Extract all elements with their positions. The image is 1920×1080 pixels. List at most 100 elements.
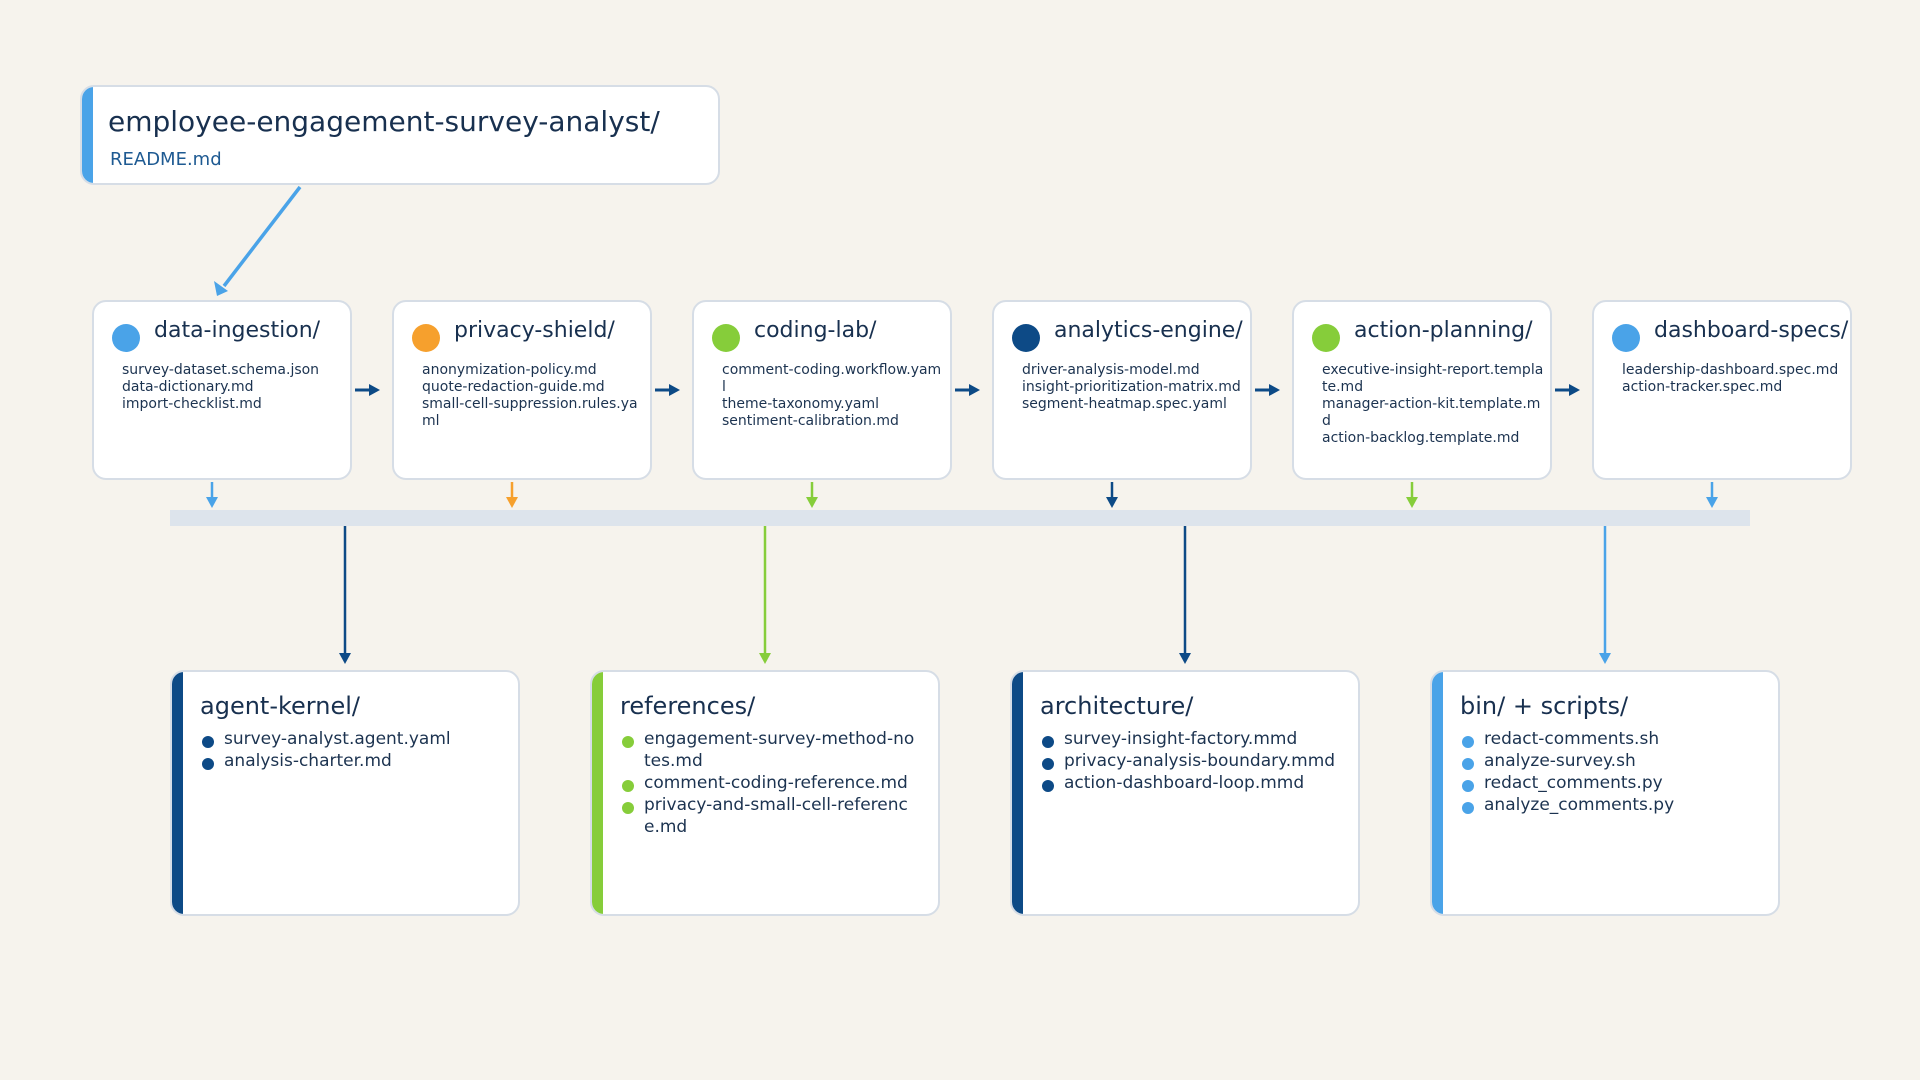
panel-title: architecture/	[1040, 692, 1194, 720]
panel-file-item[interactable]: privacy-analysis-boundary.mmd	[1040, 750, 1340, 772]
panel-file-name: privacy-analysis-boundary.mmd	[1064, 751, 1336, 771]
bullet-icon	[1462, 780, 1474, 792]
stage-bus-arrow	[1406, 497, 1418, 508]
stage-card-action-planning[interactable]: action-planning/executive-insight-report…	[1292, 300, 1552, 480]
stage-flow-arrow	[669, 384, 680, 396]
bullet-icon	[202, 758, 214, 770]
panel-title: references/	[620, 692, 756, 720]
stage-title: data-ingestion/	[154, 318, 321, 343]
panel-file-item[interactable]: action-dashboard-loop.mmd	[1040, 772, 1340, 794]
stage-title: coding-lab/	[754, 318, 877, 343]
stage-file[interactable]: import-checklist.md	[122, 396, 262, 412]
bullet-icon	[202, 736, 214, 748]
panel-file-item[interactable]: analyze_comments.py	[1460, 794, 1760, 816]
stage-file[interactable]: leadership-dashboard.spec.md	[1622, 362, 1839, 378]
panel-file-name: analysis-charter.md	[224, 751, 392, 771]
stage-title: dashboard-specs/	[1654, 318, 1849, 343]
stage-status-dot	[1312, 324, 1340, 352]
panel-file-item[interactable]: engagement-survey-method-notes.md	[620, 728, 920, 772]
stage-file[interactable]: action-tracker.spec.md	[1622, 379, 1783, 395]
stage-status-dot	[712, 324, 740, 352]
stage-file[interactable]: comment-coding.workflow.yaml	[722, 362, 942, 395]
bus-panel-arrow	[759, 653, 771, 664]
root-accent-bar	[82, 87, 93, 183]
bullet-icon	[622, 802, 634, 814]
panel-file-item[interactable]: survey-analyst.agent.yaml	[200, 728, 500, 750]
root-connector-arrow	[214, 281, 228, 296]
panel-file-item[interactable]: redact_comments.py	[1460, 772, 1760, 794]
stage-file[interactable]: manager-action-kit.template.md	[1322, 396, 1541, 429]
stage-card-dashboard-specs[interactable]: dashboard-specs/leadership-dashboard.spe…	[1592, 300, 1852, 480]
stage-file[interactable]: insight-prioritization-matrix.md	[1022, 379, 1241, 395]
stage-file[interactable]: quote-redaction-guide.md	[422, 379, 605, 395]
panel-file-item[interactable]: analysis-charter.md	[200, 750, 500, 772]
stage-bus-arrow	[1706, 497, 1718, 508]
stage-flow-arrow	[1569, 384, 1580, 396]
stage-title: action-planning/	[1354, 318, 1533, 343]
bus-panel-arrow	[339, 653, 351, 664]
stage-file[interactable]: small-cell-suppression.rules.yaml	[422, 396, 638, 429]
stage-file[interactable]: executive-insight-report.template.md	[1322, 362, 1544, 395]
readme-link[interactable]: README.md	[110, 149, 222, 170]
stage-file[interactable]: segment-heatmap.spec.yaml	[1022, 396, 1227, 412]
integration-bus	[170, 510, 1750, 526]
bullet-icon	[1042, 758, 1054, 770]
bullet-icon	[1042, 736, 1054, 748]
stage-status-dot	[1612, 324, 1640, 352]
panel-file-item[interactable]: analyze-survey.sh	[1460, 750, 1760, 772]
panel-file-name: analyze_comments.py	[1484, 795, 1675, 815]
panel-accent-bar	[1012, 672, 1023, 914]
bullet-icon	[1462, 758, 1474, 770]
stage-title: privacy-shield/	[454, 318, 615, 343]
stage-card-analytics-engine[interactable]: analytics-engine/driver-analysis-model.m…	[992, 300, 1252, 480]
root-connector	[222, 185, 302, 288]
root-folder-title: employee-engagement-survey-analyst/	[108, 105, 660, 138]
stage-file[interactable]: action-backlog.template.md	[1322, 430, 1520, 446]
panel-file-item[interactable]: comment-coding-reference.md	[620, 772, 920, 794]
stage-flow-arrow	[369, 384, 380, 396]
root-folder-card[interactable]: employee-engagement-survey-analyst/ READ…	[80, 85, 720, 185]
bullet-icon	[1462, 736, 1474, 748]
stage-file[interactable]: sentiment-calibration.md	[722, 413, 899, 429]
bus-panel-arrow	[1179, 653, 1191, 664]
panel-file-item[interactable]: redact-comments.sh	[1460, 728, 1760, 750]
panel-accent-bar	[172, 672, 183, 914]
panel-file-name: analyze-survey.sh	[1484, 751, 1636, 771]
stage-file[interactable]: data-dictionary.md	[122, 379, 254, 395]
stage-file[interactable]: driver-analysis-model.md	[1022, 362, 1200, 378]
panel-file-name: engagement-survey-method-notes.md	[644, 729, 915, 771]
stage-status-dot	[1012, 324, 1040, 352]
panel-file-name: redact-comments.sh	[1484, 729, 1660, 749]
panel-file-name: redact_comments.py	[1484, 773, 1663, 793]
stage-file[interactable]: theme-taxonomy.yaml	[722, 396, 879, 412]
stage-file[interactable]: survey-dataset.schema.json	[122, 362, 320, 378]
bullet-icon	[622, 736, 634, 748]
panel-file-name: action-dashboard-loop.mmd	[1064, 773, 1305, 793]
bus-panel-arrow	[1599, 653, 1611, 664]
stage-status-dot	[412, 324, 440, 352]
stage-file[interactable]: anonymization-policy.md	[422, 362, 597, 378]
panel-file-item[interactable]: survey-insight-factory.mmd	[1040, 728, 1340, 750]
panel-card-references[interactable]: references/engagement-survey-method-note…	[590, 670, 940, 916]
panel-file-item[interactable]: privacy-and-small-cell-reference.md	[620, 794, 920, 838]
panel-file-name: survey-insight-factory.mmd	[1064, 729, 1298, 749]
bullet-icon	[1462, 802, 1474, 814]
stage-title: analytics-engine/	[1054, 318, 1243, 343]
panel-file-name: comment-coding-reference.md	[644, 773, 908, 793]
stage-card-data-ingestion[interactable]: data-ingestion/survey-dataset.schema.jso…	[92, 300, 352, 480]
stage-flow-arrow	[1269, 384, 1280, 396]
panel-accent-bar	[1432, 672, 1443, 914]
